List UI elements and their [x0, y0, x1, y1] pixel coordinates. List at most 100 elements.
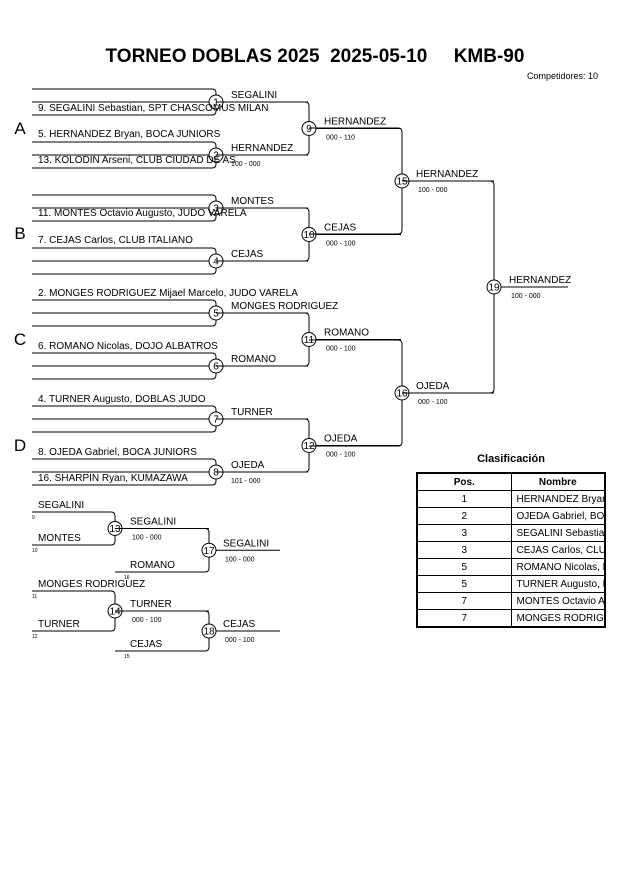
repechage-from: 16 — [124, 575, 130, 581]
classification-name: MONGES RODRIGUEZ Mijael Marcelo, JUDO VA… — [510, 609, 606, 628]
match-score: 100 - 000 — [511, 293, 541, 300]
match-number: 6 — [213, 362, 219, 373]
match-winner: ROMANO — [324, 328, 369, 339]
repechage-from: 12 — [32, 634, 38, 640]
match-winner: MONTES — [231, 196, 274, 207]
classification-name: CEJAS Carlos, CLUB ITALIANO — [510, 541, 606, 559]
match-number: 10 — [303, 230, 315, 241]
match-winner: HERNANDEZ — [231, 143, 293, 154]
page-title: TORNEO DOBLAS 2025 2025-05-10 KMB-90 — [0, 46, 630, 68]
match-winner: SEGALINI — [223, 538, 269, 549]
match-circle — [201, 623, 217, 639]
match-score: 000 - 100 — [326, 346, 356, 353]
match-number: 3 — [213, 204, 219, 215]
match-winner: SEGALINI — [231, 90, 277, 101]
match-number: 8 — [213, 468, 219, 479]
match-number: 13 — [109, 524, 121, 535]
match-number: 15 — [396, 177, 408, 188]
match-winner: OJEDA — [324, 434, 358, 445]
match-winner: OJEDA — [231, 460, 265, 471]
match-score: 101 - 000 — [231, 478, 261, 485]
competitor-entry: 8. OJEDA Gabriel, BOCA JUNIORS — [38, 447, 197, 458]
classification-pos: 2 — [416, 507, 512, 525]
repechage-slot: SEGALINI — [38, 500, 84, 511]
repechage-from: 11 — [32, 594, 37, 600]
repechage-from: 10 — [32, 548, 38, 554]
competitor-entry: 7. CEJAS Carlos, CLUB ITALIANO — [38, 235, 193, 246]
match-number: 18 — [203, 627, 215, 638]
match-circle — [486, 279, 502, 295]
match-winner: SEGALINI — [130, 517, 176, 528]
classification-pos: 1 — [416, 490, 512, 508]
repechage-slot: CEJAS — [130, 639, 163, 650]
match-winner: TURNER — [231, 407, 273, 418]
match-winner: HERNANDEZ — [324, 117, 386, 128]
classification-title: Clasificación — [477, 453, 545, 465]
competitor-entry: 6. ROMANO Nicolas, DOJO ALBATROS — [38, 341, 218, 352]
col-pos: Pos. — [416, 472, 512, 491]
classification-header: Pos. Nombre — [416, 472, 606, 491]
competitor-entry: 4. TURNER Augusto, DOBLAS JUDO — [38, 394, 206, 405]
classification-pos: 3 — [416, 524, 512, 542]
competitor-entry: 16. SHARPIN Ryan, KUMAZAWA — [38, 473, 188, 484]
match-score: 000 - 100 — [132, 617, 162, 624]
match-number: 2 — [213, 151, 219, 162]
match-winner: CEJAS — [231, 249, 264, 260]
match-winner: HERNANDEZ — [509, 275, 571, 286]
repechage-slot: MONTES — [38, 533, 81, 544]
bracket-connector — [402, 180, 495, 394]
match-number: 7 — [213, 415, 219, 426]
match-winner: CEJAS — [223, 619, 256, 630]
bracket-connector — [309, 127, 403, 235]
match-score: 100 - 000 — [132, 535, 162, 542]
match-circle — [201, 542, 217, 558]
match-score: 000 - 100 — [326, 452, 356, 459]
competitor-entry: 5. HERNANDEZ Bryan, BOCA JUNIORS — [38, 129, 221, 140]
classification-name: OJEDA Gabriel, BOCA JUNIORS — [510, 507, 606, 525]
repechage-from: 9 — [32, 515, 35, 521]
match-score: 100 - 000 — [231, 161, 261, 168]
match-score: 000 - 100 — [326, 241, 356, 248]
competitor-entry: 13. KOLODIN Arseni, CLUB CIUDAD DE AS — [38, 155, 236, 166]
match-number: 16 — [396, 389, 408, 400]
match-number: 14 — [109, 607, 121, 618]
classification-name: ROMANO Nicolas, DOJO ALBATROS — [510, 558, 606, 576]
repechage-slot: TURNER — [38, 619, 80, 630]
tournament-name: TORNEO DOBLAS 2025 — [105, 46, 320, 67]
match-winner: HERNANDEZ — [416, 169, 478, 180]
repechage-from: 15 — [124, 654, 130, 660]
classification-pos: 5 — [416, 558, 512, 576]
competitor-entry: 9. SEGALINI Sebastian, SPT CHASCOMUS MIL… — [38, 103, 268, 114]
classification-name: HERNANDEZ Bryan, BOCA JUNIORS — [510, 490, 606, 508]
competitors-value: 10 — [587, 71, 598, 81]
competitor-entry: 11. MONTES Octavio Augusto, JUDO VARELA — [38, 208, 247, 219]
match-winner: TURNER — [130, 599, 172, 610]
repechage-slot: MONGES RODRIGUEZ — [38, 579, 145, 590]
match-score: 100 - 000 — [225, 556, 255, 563]
match-winner: MONGES RODRIGUEZ — [231, 301, 338, 312]
pool-label: C — [14, 330, 26, 349]
classification-pos: 3 — [416, 541, 512, 559]
match-winner: ROMANO — [231, 354, 276, 365]
competitors-label: Competidores: — [526, 71, 586, 81]
weight-category: KMB-90 — [453, 46, 525, 67]
classification-name: TURNER Augusto, DOBLAS JUDO — [510, 575, 606, 593]
classification-pos: 5 — [416, 575, 512, 593]
bracket-connector — [309, 339, 403, 447]
repechage-slot: ROMANO — [130, 560, 175, 571]
pool-label: D — [14, 436, 26, 455]
pool-label: A — [14, 119, 26, 138]
competitor-entry: 2. MONGES RODRIGUEZ Mijael Marcelo, JUDO… — [38, 288, 298, 299]
match-score: 000 - 100 — [418, 399, 448, 406]
match-number: 19 — [488, 283, 500, 294]
col-name: Nombre — [510, 472, 606, 491]
classification-name: SEGALINI Sebastian, SPT CHASCOMUS MILAN — [510, 524, 606, 542]
